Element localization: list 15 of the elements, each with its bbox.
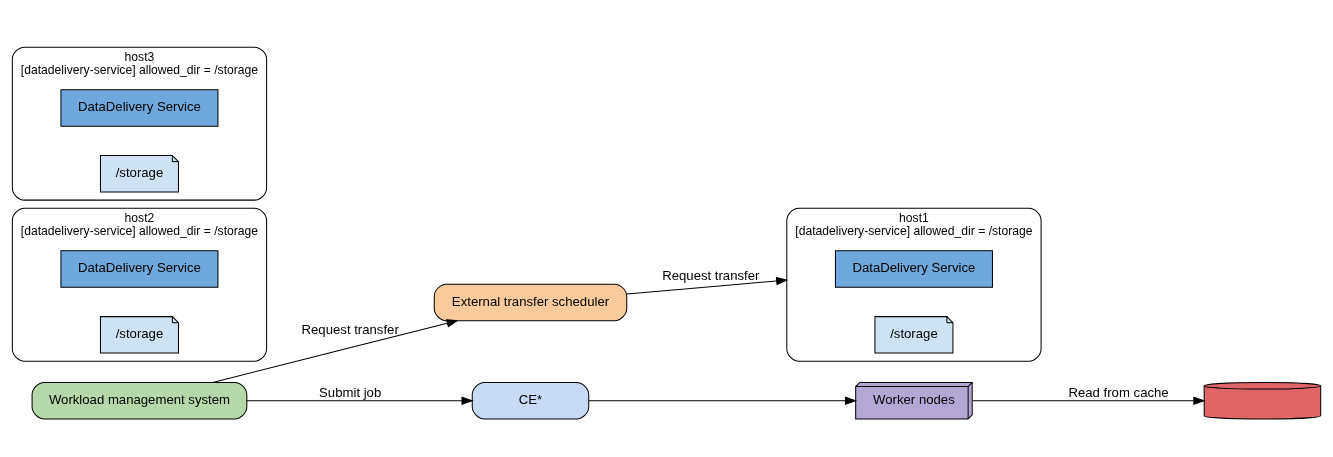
edge-label: Request transfer	[662, 267, 760, 283]
node-box: External transfer scheduler	[433, 283, 628, 321]
node-box: DataDelivery Service	[60, 88, 219, 127]
arrow	[246, 395, 474, 405]
arrow	[212, 318, 459, 383]
edge-label: Read from cache	[1068, 384, 1169, 400]
edge-label: Submit job	[319, 384, 382, 400]
node-box: Workload management system	[31, 381, 248, 419]
arrow	[626, 276, 789, 295]
node-box: DataDelivery Service	[60, 249, 219, 288]
edge-label: Request transfer	[301, 321, 399, 337]
arrow	[588, 395, 858, 405]
node-box: DataDelivery Service	[834, 249, 993, 288]
node-box: CE*	[471, 381, 590, 419]
arrow	[972, 395, 1206, 405]
